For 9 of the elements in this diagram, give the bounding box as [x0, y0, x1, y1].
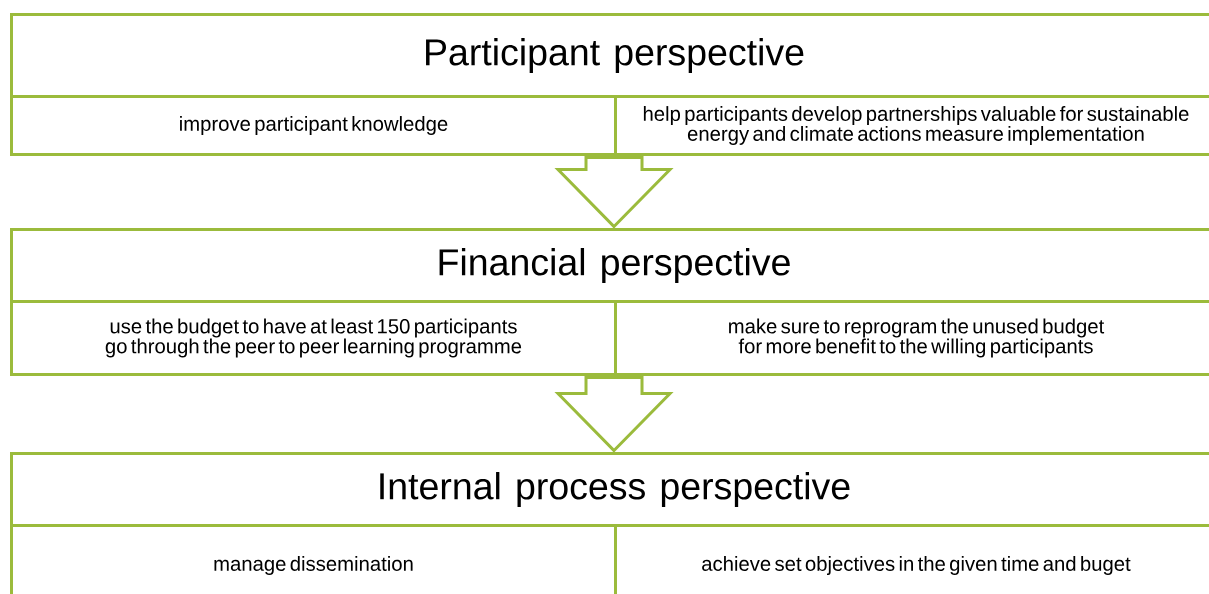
heading-box: Internal process perspective	[10, 452, 1209, 527]
heading-box: Financial perspective	[10, 228, 1209, 303]
text-box: improve participant knowledge	[10, 95, 617, 156]
text-box: manage dissemination	[10, 524, 617, 594]
text-box: help participants develop partnerships valuable for sustainable energy and climate actions measure implementation	[614, 95, 1209, 156]
text-box: use the budget to have at least 150 participants go through the peer to peer learning programme	[10, 300, 617, 376]
text-box: make sure to reprogram the unused budget for more benefit to the willing participants	[614, 300, 1209, 376]
heading-box: Participant perspective	[10, 13, 1209, 98]
text-box: achieve set objectives in the given time and buget	[614, 524, 1209, 594]
